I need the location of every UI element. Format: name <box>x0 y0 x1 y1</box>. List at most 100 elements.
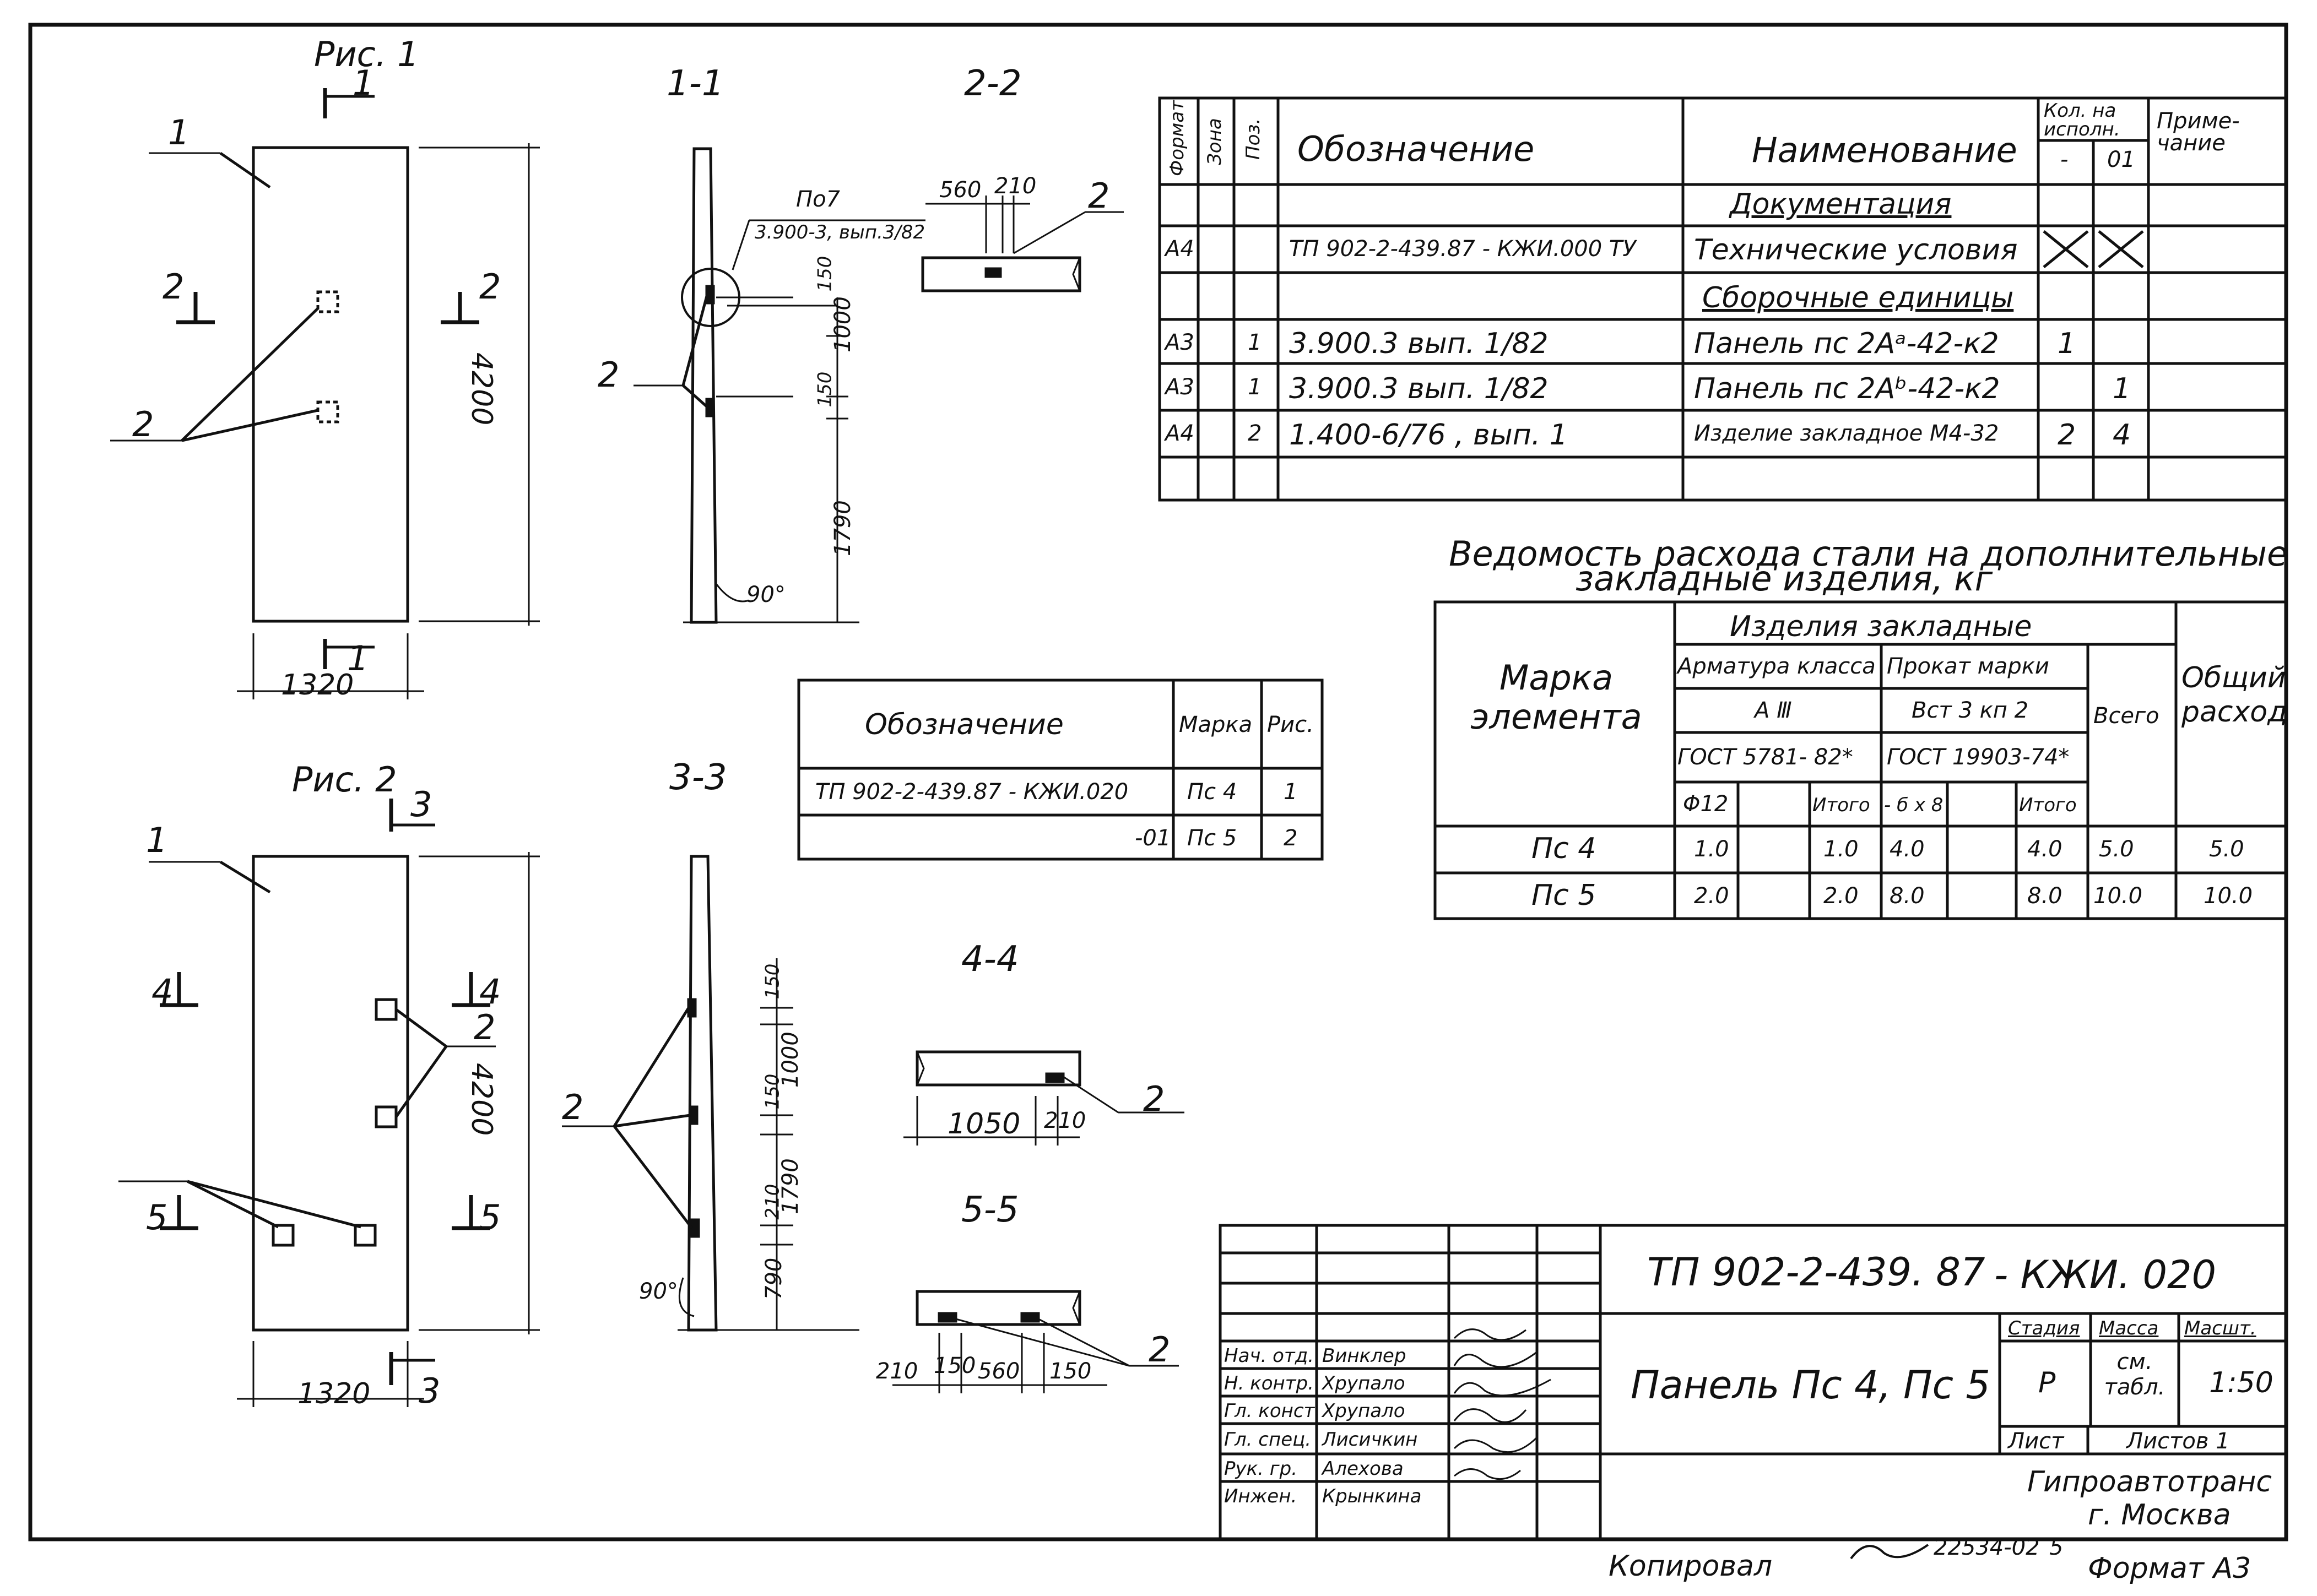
steel-row1-a: 1.0 <box>1694 837 1729 862</box>
steel-row1-tot: 5.0 <box>2099 837 2134 862</box>
spec-row4-name: Изделие закладное М4-32 <box>1694 421 1999 446</box>
tb-role-6: Инжен. <box>1224 1485 1297 1507</box>
marks-row1-mark: Пс 4 <box>1187 779 1237 805</box>
section-1-1-title: 1-1 <box>667 63 724 104</box>
sec33-d790: 790 <box>761 1257 787 1300</box>
tb-role-2: Н. контр. <box>1224 1372 1314 1394</box>
sec55-d150b: 150 <box>1049 1359 1092 1384</box>
tb-role-4: Гл. спец. <box>1224 1429 1312 1451</box>
sec11-d150a: 150 <box>814 256 836 292</box>
spec-header-pos: Поз. <box>1242 118 1264 160</box>
spec-row1-designation: ТП 902-2-439.87 - КЖИ.000 ТУ <box>1289 236 1636 262</box>
titleblock-sheet-header: Лист <box>2008 1429 2064 1454</box>
steel-row1-mark: Пс 4 <box>1531 832 1596 865</box>
titleblock-org: Гипроавтотранс <box>2027 1465 2272 1499</box>
steel-row2-a: 2.0 <box>1694 883 1729 909</box>
steel-header-itogo: Итого <box>1812 794 1870 816</box>
steel-row2-p: 8.0 <box>1890 883 1925 909</box>
titleblock-mass: см. табл. <box>2104 1349 2166 1400</box>
steel-header-prokat-mark: Вст 3 кп 2 <box>1912 698 2029 723</box>
spec-row3-name: Панель пс 2Аᵇ-42-к2 <box>1694 372 2000 405</box>
spec-row2-name: Панель пс 2Аᵃ-42-к2 <box>1694 327 1999 360</box>
titleblock-mass-header: Масса <box>2099 1317 2159 1339</box>
fig2-sec4-right: 4 <box>479 971 501 1012</box>
marks-row2-mark: Пс 5 <box>1187 826 1237 851</box>
sec11-pos: 2 <box>598 355 620 395</box>
spec-header-qty: Кол. на исполн. <box>2044 100 2120 140</box>
sec55-pos: 2 <box>1149 1329 1171 1370</box>
sec22-pos: 2 <box>1088 176 1110 216</box>
marks-header-designation: Обозначение <box>865 708 1064 741</box>
fig1-height-dim: 4200 <box>465 352 498 426</box>
spec-row1-format: А4 <box>1165 236 1194 262</box>
spec-header-format: Формат <box>1166 100 1188 176</box>
sec44-d1050: 1050 <box>948 1108 1021 1141</box>
marks-row1-fig: 1 <box>1284 779 1298 805</box>
steel-title-2: закладные изделия, кг <box>1576 558 1993 599</box>
spec-section-docs: Документация <box>1730 188 1952 221</box>
steel-header-gost1: ГОСТ 5781- 82* <box>1677 745 1853 770</box>
steel-row2-ai: 2.0 <box>1823 883 1859 909</box>
titleblock-sheets-header: Листов 1 <box>2126 1429 2230 1454</box>
fig2-pos-2: 2 <box>474 1007 496 1047</box>
spec-header-qty-a: - <box>2060 147 2069 172</box>
fig1-pos-1: 1 <box>168 112 190 153</box>
fig2-sec5-right: 5 <box>479 1197 501 1237</box>
steel-row2-tot: 10.0 <box>2093 883 2143 909</box>
sec33-d150a: 150 <box>761 963 784 1000</box>
steel-row2-pi: 8.0 <box>2027 883 2062 909</box>
fig2-title: Рис. 2 <box>292 759 397 800</box>
fig1-side-2b: 2 <box>479 267 501 307</box>
fig2-sec5-left: 5 <box>146 1197 168 1237</box>
steel-header-gost2: ГОСТ 19903-74* <box>1887 745 2070 770</box>
sec55-d150: 150 <box>934 1353 976 1378</box>
sec33-d1790: 1790 <box>778 1158 803 1214</box>
section-3-3-title: 3-3 <box>669 757 727 798</box>
sec22-d560: 560 <box>939 177 982 203</box>
steel-header-arm: Арматура класса <box>1677 654 1876 679</box>
steel-header-items: Изделия закладные <box>1730 610 2032 643</box>
footer-page: 5 <box>2049 1535 2064 1560</box>
tb-name-4: Лисичкин <box>1322 1429 1418 1451</box>
spec-row4-pos: 2 <box>1248 421 1262 446</box>
steel-header-phi: Φ12 <box>1683 791 1729 817</box>
spec-row3-pos: 1 <box>1248 374 1262 400</box>
section-2-2-title: 2-2 <box>964 63 1022 104</box>
sec22-d210: 210 <box>994 173 1037 199</box>
fig2-sec3-bottom: 3 <box>419 1371 441 1411</box>
fig2-sec4-left: 4 <box>151 971 174 1012</box>
tb-role-1: Нач. отд. <box>1224 1345 1314 1367</box>
spec-header-name: Наименование <box>1752 130 2017 170</box>
spec-row2-format: А3 <box>1165 330 1194 355</box>
section-5-5-title: 5-5 <box>961 1190 1019 1230</box>
tb-name-1: Винклер <box>1322 1345 1406 1367</box>
sec11-angle: 90° <box>746 582 786 607</box>
sec33-angle: 90° <box>639 1279 678 1304</box>
spec-header-designation: Обозначение <box>1297 129 1535 169</box>
tb-name-3: Хрупало <box>1322 1400 1405 1422</box>
fig2-width-dim: 1320 <box>297 1377 371 1410</box>
fig1-sec-mark-bottom: 1 <box>347 638 369 678</box>
tb-role-3: Гл. конст. <box>1224 1400 1321 1422</box>
tb-name-6: Крынкина <box>1322 1485 1422 1507</box>
sec55-d210: 210 <box>876 1359 918 1384</box>
spec-header-qty-b: 01 <box>2107 147 2135 172</box>
sec11-d1790: 1790 <box>830 500 856 556</box>
fig2-sec3-top: 3 <box>410 784 432 824</box>
fig2-pos-1: 1 <box>146 820 168 860</box>
steel-row2-all: 10.0 <box>2204 883 2253 909</box>
spec-header-note: Приме-чание <box>2157 108 2240 156</box>
sec11-ref2: 3.900-3, вып.3/82 <box>755 221 925 243</box>
spec-row2-pos: 1 <box>1248 330 1262 355</box>
spec-row2-qa: 1 <box>2058 327 2076 360</box>
steel-header-b: - б x 8 <box>1884 794 1944 816</box>
marks-row2-desig: -01 <box>1135 826 1171 851</box>
spec-row3-designation: 3.900.3 вып. 1/82 <box>1289 372 1549 405</box>
titleblock-stage: Р <box>2038 1366 2056 1399</box>
steel-row1-pi: 4.0 <box>2027 837 2062 862</box>
titleblock-scale: 1:50 <box>2209 1366 2273 1399</box>
marks-row1-desig: ТП 902-2-439.87 - КЖИ.020 <box>815 779 1129 805</box>
spec-row3-qb: 1 <box>2113 372 2131 405</box>
